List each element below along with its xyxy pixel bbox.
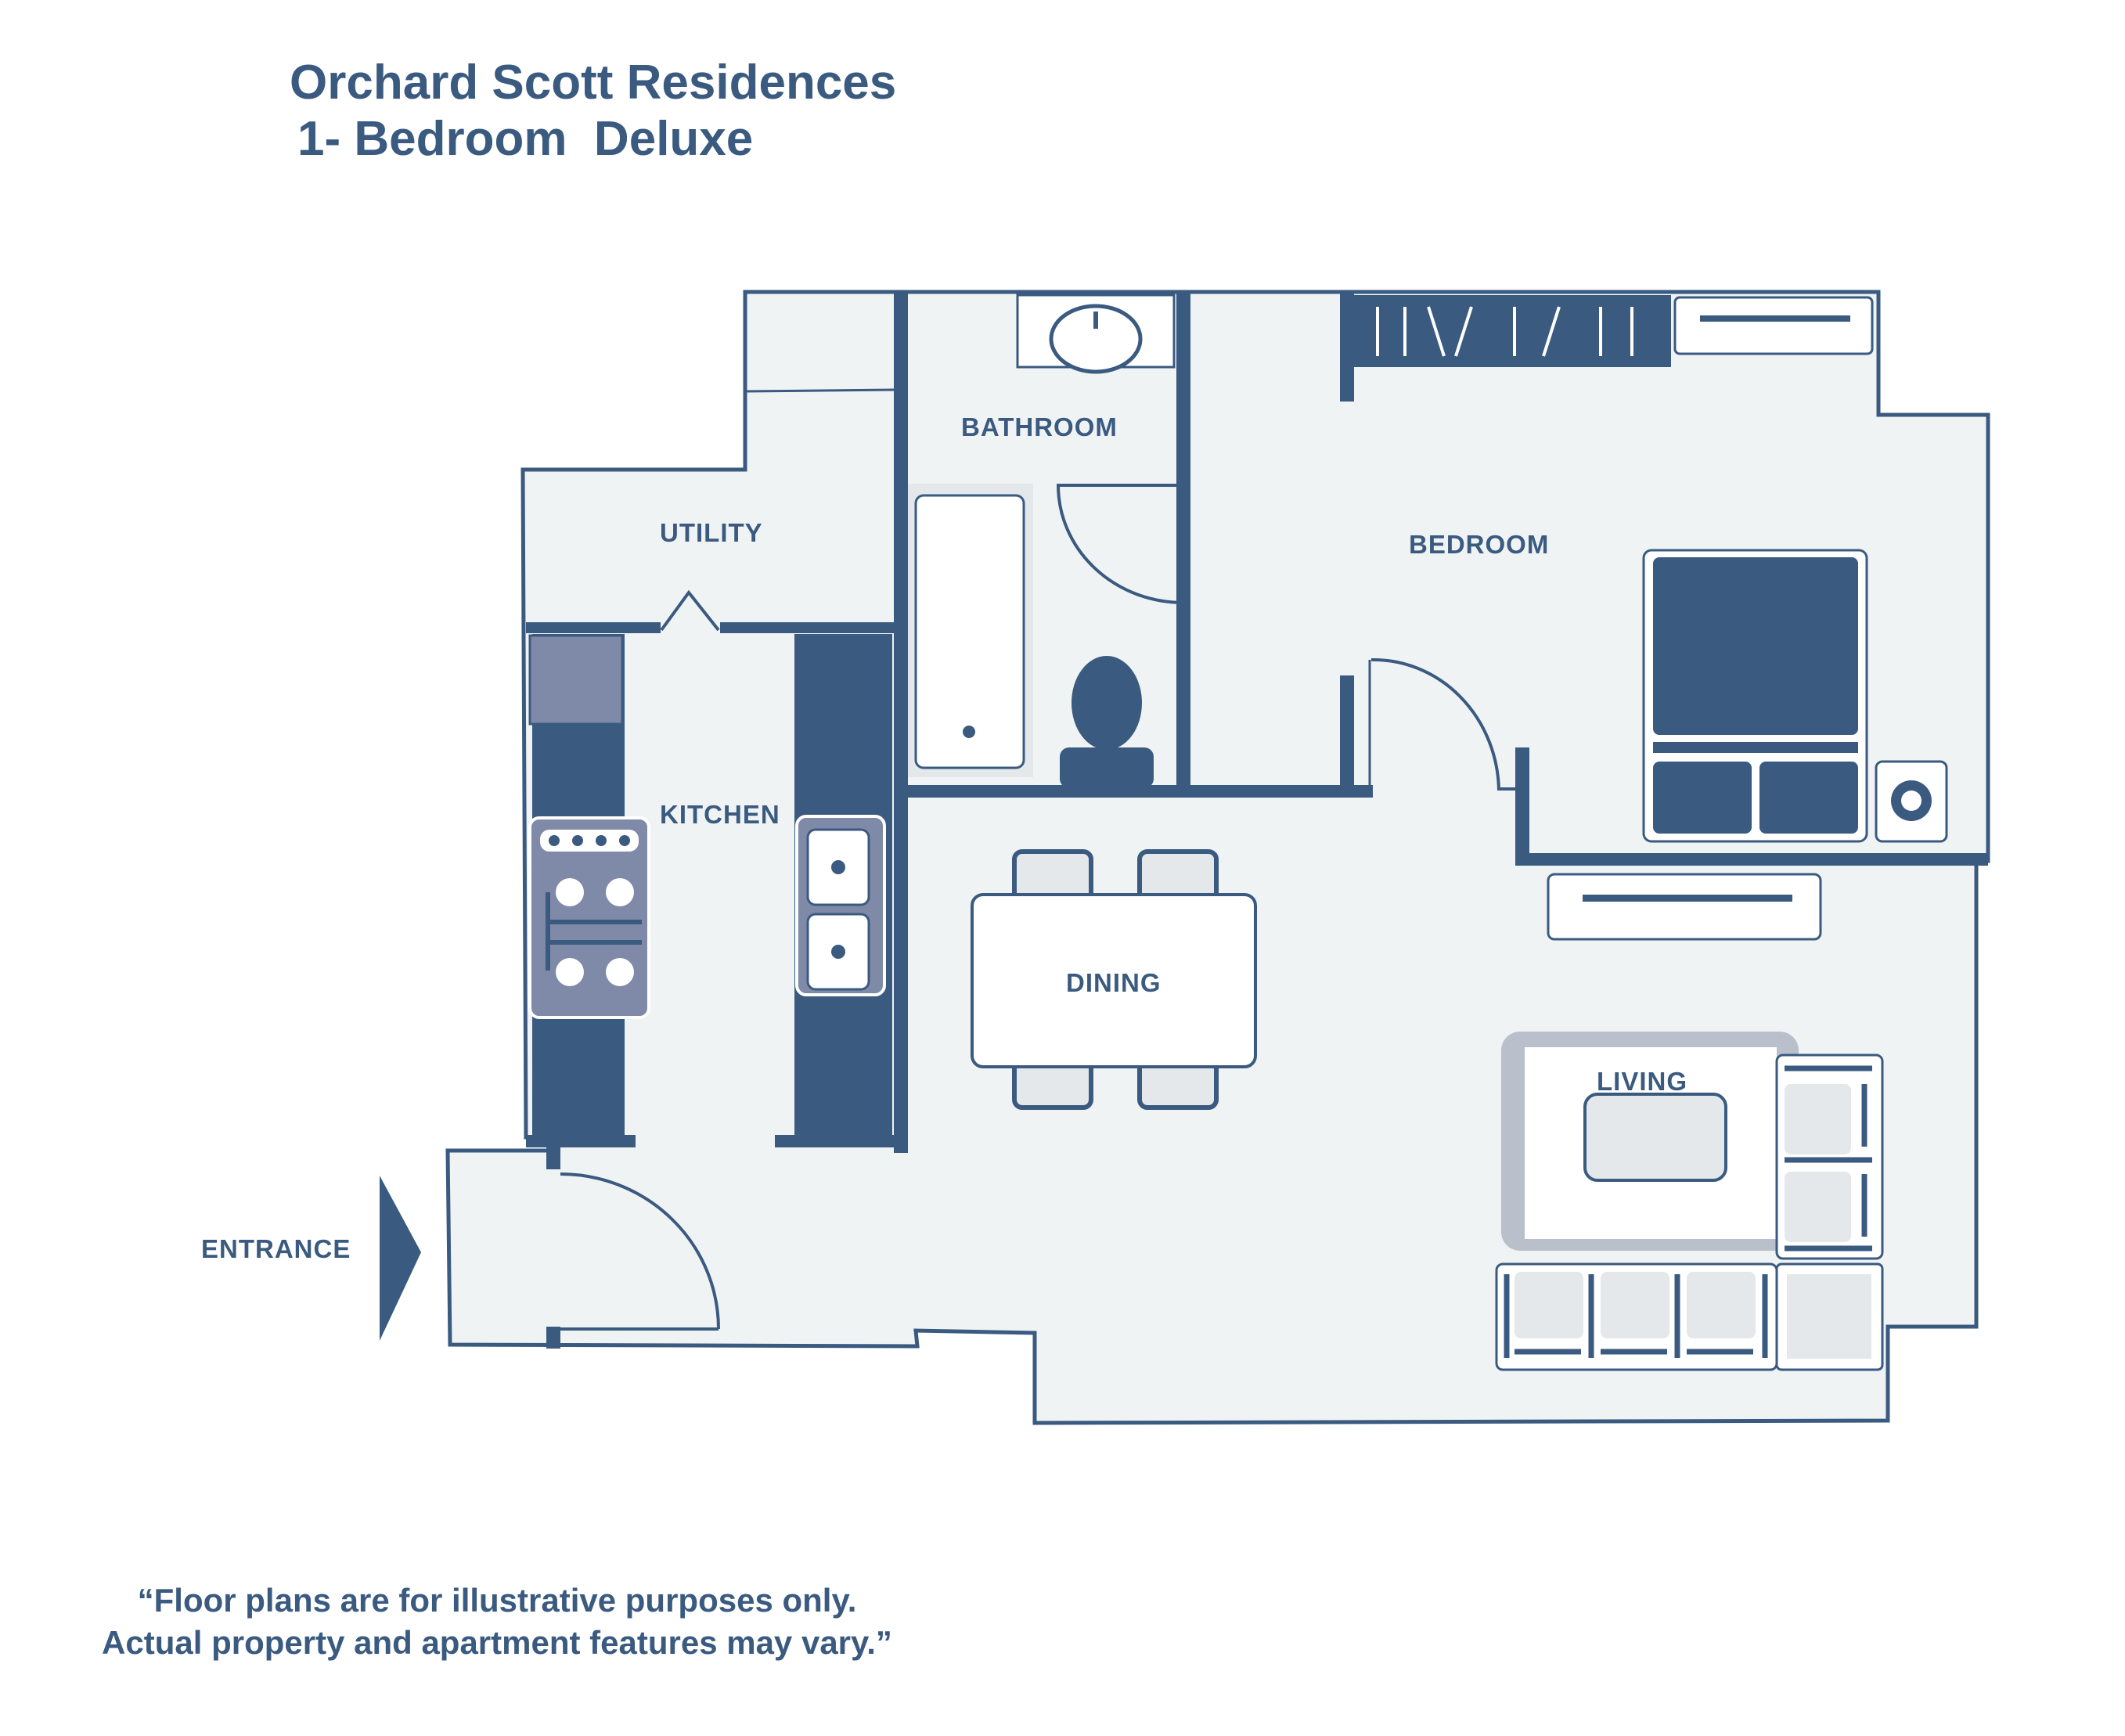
bathtub	[908, 484, 1033, 777]
dining-table	[971, 893, 1257, 1068]
coffee-table	[1583, 1093, 1727, 1182]
label-entrance: ENTRANCE	[201, 1234, 351, 1263]
bedside-lamp	[1875, 760, 1948, 843]
utility-wall-left	[526, 622, 661, 633]
bedroom-wall-top-stub	[1340, 292, 1354, 402]
entrance-arrow-icon	[380, 1176, 421, 1341]
bedroom-wall-door-left	[1340, 675, 1354, 793]
bathroom-door-swing	[1057, 484, 1184, 604]
bed-icon	[1642, 549, 1868, 843]
label-kitchen: KITCHEN	[660, 800, 780, 829]
stove-icon	[528, 816, 650, 1019]
bathroom-wall-left	[894, 292, 908, 1153]
refrigerator	[528, 634, 624, 726]
utility-shelf-line	[744, 388, 895, 393]
bedroom-shelf	[1673, 296, 1874, 355]
label-utility: UTILITY	[660, 518, 763, 547]
entrance-door-swing	[560, 1172, 720, 1330]
label-bedroom: BEDROOM	[1409, 530, 1549, 559]
utility-door-marker	[660, 589, 720, 632]
sink-icon	[795, 815, 886, 996]
disclaimer-line-1: “Floor plans are for illustrative purpos…	[137, 1582, 857, 1619]
entrance-wall-bottom	[546, 1327, 560, 1349]
bathroom-wall-bottom	[894, 785, 1373, 798]
bedroom-door-swing	[1370, 657, 1500, 791]
disclaimer: “Floor plans are for illustrative purpos…	[47, 1579, 947, 1664]
basin-icon	[1016, 294, 1176, 374]
kitchen-wall-bottom-right	[775, 1135, 906, 1147]
tv-console	[1547, 873, 1822, 941]
bedroom-wall-bottom	[1515, 853, 1988, 866]
bedroom-wall-door-right	[1515, 747, 1529, 865]
utility-wall-right	[720, 622, 896, 633]
entrance-wall-top	[546, 1147, 560, 1169]
label-dining: DINING	[1066, 968, 1162, 997]
kitchen-wall-bottom-left	[526, 1135, 636, 1147]
label-bathroom: BATHROOM	[961, 412, 1118, 441]
disclaimer-line-2: Actual property and apartment features m…	[102, 1624, 892, 1661]
label-living: LIVING	[1597, 1067, 1687, 1096]
dining-set	[971, 849, 1257, 1110]
living-set	[1495, 1032, 1884, 1371]
toilet-icon	[1060, 656, 1154, 788]
wardrobe-icon	[1354, 295, 1671, 367]
title-line-1: Orchard Scott Residences	[290, 56, 897, 110]
plan-title: Orchard Scott Residences 1- Bedroom Delu…	[290, 55, 896, 167]
title-line-2: 1- Bedroom Deluxe	[297, 112, 754, 166]
